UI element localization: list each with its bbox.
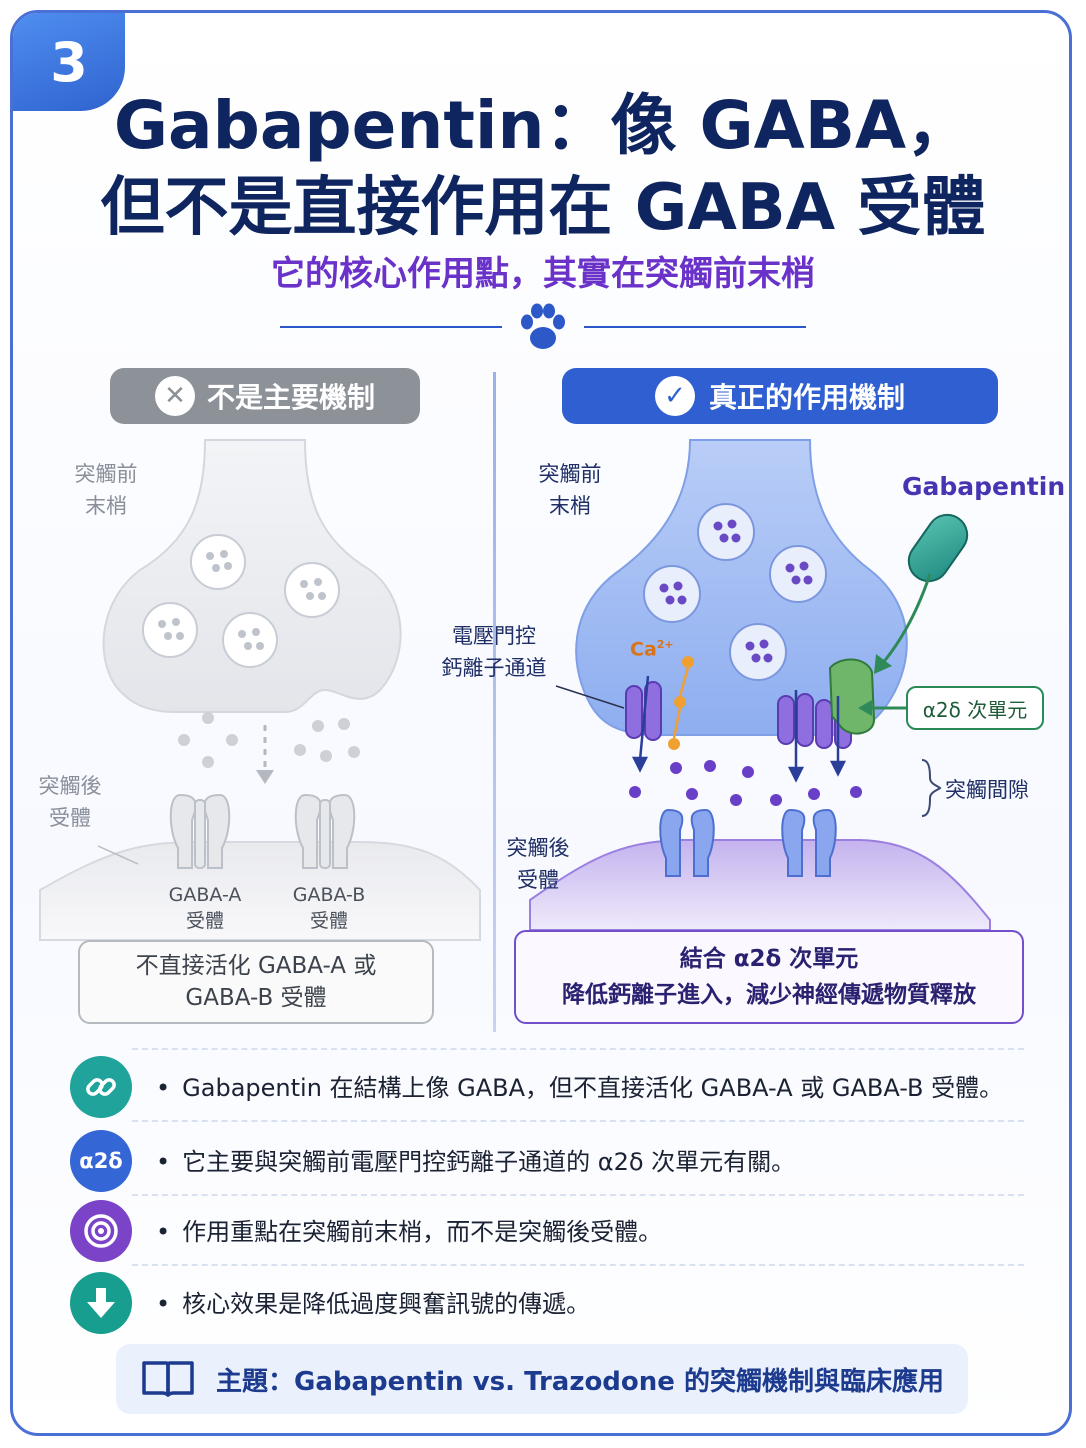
link-icon [70, 1056, 132, 1118]
x-icon: ✕ [154, 376, 195, 416]
left-postsynaptic-membrane [39, 841, 481, 941]
right-postsynaptic-receptor-1 [659, 808, 715, 877]
points-separator-2 [132, 1194, 1024, 1196]
left-note-line-1: 不直接活化 GABA-A 或 [135, 953, 377, 979]
left-vesicles [142, 534, 340, 668]
section-number-badge: 3 [13, 13, 125, 111]
points-separator-1 [132, 1120, 1024, 1122]
points-separator-3 [132, 1264, 1024, 1266]
key-point-2: α2δ 它主要與突觸前電壓門控鈣離子通道的 α2δ 次單元有關。 [70, 1124, 1030, 1196]
subtitle: 它的核心作用點，其實在突觸前末梢 [271, 254, 815, 294]
right-presynaptic-label: 突觸前 末梢 [538, 462, 602, 518]
divider-left [280, 326, 502, 328]
target-icon [70, 1200, 132, 1262]
right-presynaptic-terminal [575, 439, 908, 736]
key-point-1-text: Gabapentin 在結構上像 GABA，但不直接活化 GABA-A 或 GA… [156, 1068, 1003, 1103]
key-point-1: Gabapentin 在結構上像 GABA，但不直接活化 GABA-A 或 GA… [70, 1050, 1030, 1122]
left-dashed-arrow [256, 725, 274, 784]
arrow-down-icon [70, 1272, 132, 1334]
key-point-2-text: 它主要與突觸前電壓門控鈣離子通道的 α2δ 次單元有關。 [156, 1142, 795, 1177]
left-vesicle-contents [158, 550, 326, 650]
key-point-3: 作用重點在突觸前末梢，而不是突觸後受體。 [70, 1194, 1030, 1266]
cleft-bracket [921, 759, 942, 817]
title-line-2: 但不是直接作用在 GABA 受體 [100, 171, 986, 245]
gabapentin-label: Gabapentin [902, 472, 1066, 501]
alpha2delta-icon: α2δ [70, 1130, 132, 1192]
not-main-mechanism-header: ✕ 不是主要機制 [110, 368, 420, 424]
left-note-box: 不直接活化 GABA-A 或 GABA-B 受體 [78, 940, 434, 1024]
not-main-mechanism-label: 不是主要機制 [206, 381, 375, 414]
right-vesicle-contents [659, 519, 813, 663]
left-neurotransmitter-dots [178, 712, 360, 768]
true-mechanism-header: ✓ 真正的作用機制 [562, 368, 998, 424]
right-postsynaptic-label: 突觸後 受體 [506, 836, 570, 892]
key-point-4: 核心效果是降低過度興奮訊號的傳遞。 [70, 1266, 1030, 1338]
infographic-card: 3 [10, 10, 1072, 1436]
right-neurotransmitter-dots [629, 760, 862, 806]
points-separator-top [132, 1048, 1024, 1050]
key-point-4-text: 核心效果是降低過度興奮訊號的傳遞。 [156, 1284, 590, 1319]
gaba-a-receptor [169, 793, 231, 869]
left-presynaptic-label: 突觸前 末梢 [74, 462, 138, 518]
calcium-channel-left [625, 681, 662, 741]
subunit-pointer-arrow [858, 700, 906, 716]
column-divider [493, 372, 496, 1032]
right-note-line-2: 降低鈣離子進入，減少神經傳遞物質釋放 [562, 982, 976, 1008]
right-note-box: 結合 α2δ 次單元 降低鈣離子進入，減少神經傳遞物質釋放 [514, 930, 1024, 1024]
footer-topic-bar: 主題：Gabapentin vs. Trazodone 的突觸機制與臨床應用 [116, 1344, 968, 1414]
title-line-1: Gabapentin：像 GABA， [113, 87, 973, 164]
alpha2delta-subunit-label: α2δ 次單元 [906, 686, 1044, 730]
calcium-ions [668, 656, 694, 750]
book-icon [142, 1361, 194, 1397]
calcium-influx-arrows [631, 675, 847, 783]
left-presynaptic-terminal [102, 439, 402, 713]
right-postsynaptic-membrane [529, 839, 991, 931]
alpha2delta-subunit [828, 658, 876, 735]
synaptic-cleft-label: 突觸間隙 [945, 778, 1029, 802]
divider-right [584, 326, 806, 328]
key-point-3-text: 作用重點在突觸前末梢，而不是突觸後受體。 [156, 1212, 662, 1247]
gabapentin-binding-arrow [874, 573, 932, 674]
right-vesicles [643, 503, 827, 681]
right-postsynaptic-receptor-2 [781, 808, 837, 877]
left-note-line-2: GABA-B 受體 [185, 985, 327, 1011]
left-postsynaptic-label: 突觸後 受體 [38, 774, 102, 830]
gaba-b-receptor [294, 793, 356, 869]
channel-pointer-line [555, 685, 625, 709]
calcium-channel-label: 電壓門控 鈣離子通道 [441, 624, 547, 680]
true-mechanism-label: 真正的作用機制 [708, 381, 905, 414]
right-note-line-1: 結合 α2δ 次單元 [679, 946, 859, 972]
gabapentin-pill-icon [907, 513, 969, 583]
paw-icon [521, 303, 565, 349]
footer-topic-text: 主題：Gabapentin vs. Trazodone 的突觸機制與臨床應用 [216, 1366, 944, 1397]
gaba-a-receptor-label: GABA-A 受體 [168, 884, 242, 932]
calcium-ion-label: Ca2+ [630, 638, 674, 661]
gaba-b-receptor-label: GABA-B 受體 [292, 884, 366, 932]
check-icon: ✓ [654, 376, 695, 416]
